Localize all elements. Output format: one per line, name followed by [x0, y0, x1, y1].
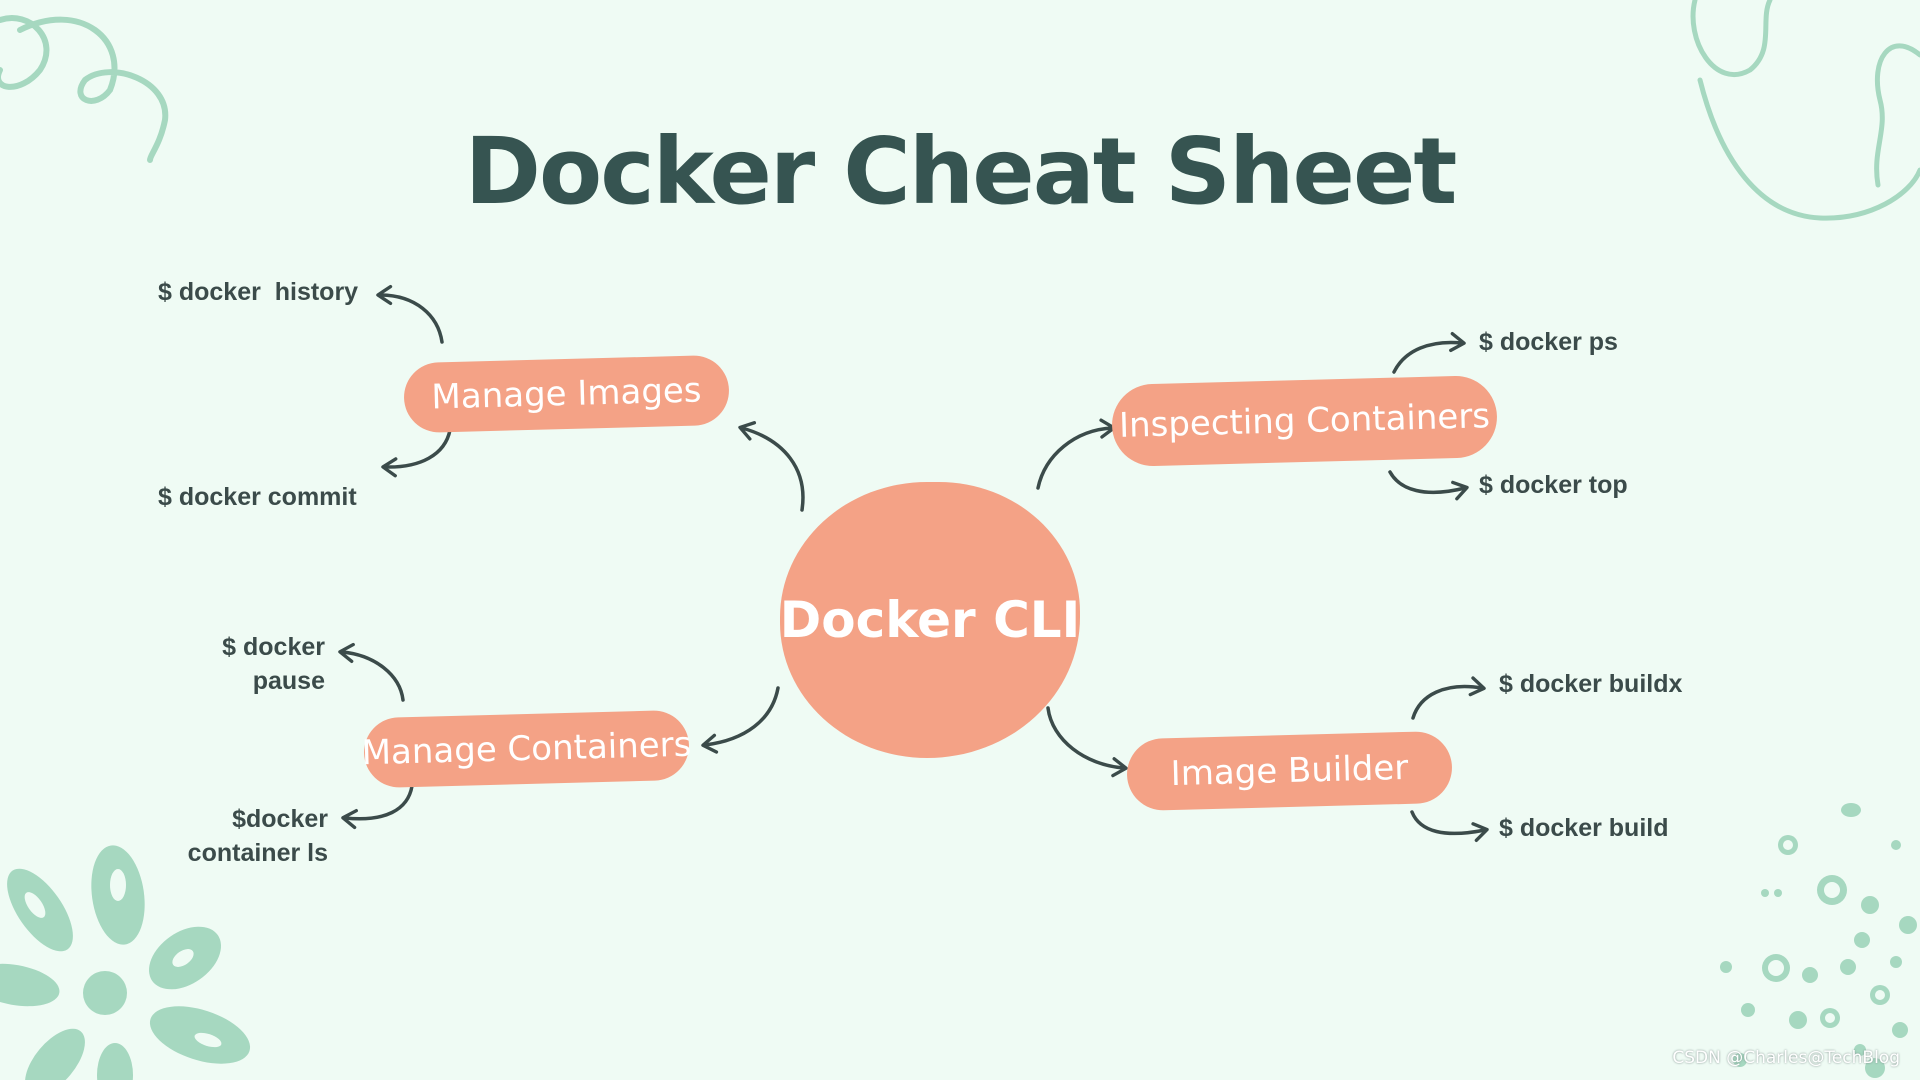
cmd-docker-ps: $ docker ps	[1479, 328, 1618, 356]
arrow-center-to-manage-images	[738, 421, 805, 512]
arrow-to-docker-container-ls	[341, 784, 414, 830]
dot-holes	[1768, 840, 1885, 1023]
squiggle-top-left	[0, 15, 169, 163]
arrow-to-docker-history	[376, 284, 444, 344]
cmd-docker-build: $ docker build	[1499, 814, 1669, 842]
arrow-to-docker-pause	[338, 642, 405, 702]
image-builder-node: Image Builder	[1126, 730, 1453, 812]
arrow-to-docker-buildx	[1411, 676, 1486, 720]
flower-petal-holes	[24, 869, 222, 1048]
loop-top-right	[1690, 0, 1920, 221]
arrow-to-docker-commit	[381, 428, 452, 478]
watermark: CSDN @Charles@TechBlog	[1672, 1048, 1900, 1068]
cmd-docker-container-ls: $docker container ls	[187, 805, 328, 867]
inspecting-containers-node: Inspecting Containers	[1110, 374, 1499, 468]
cmd-docker-buildx: $ docker buildx	[1499, 670, 1683, 698]
arrow-center-to-inspecting-containers	[1036, 418, 1116, 490]
manage-images-node: Manage Images	[403, 354, 730, 434]
page-title: Docker Cheat Sheet	[464, 118, 1458, 225]
arrow-to-docker-top	[1388, 470, 1469, 501]
arrow-to-docker-build	[1410, 810, 1489, 842]
docker-cli-node: Docker CLI	[780, 482, 1080, 758]
cmd-docker-commit: $ docker commit	[158, 483, 357, 511]
manage-containers-node: Manage Containers	[361, 709, 692, 789]
arrow-to-docker-ps	[1392, 331, 1466, 374]
cmd-docker-history: $ docker history	[158, 278, 359, 306]
arrow-center-to-manage-containers	[701, 686, 780, 754]
cmd-docker-top: $ docker top	[1479, 471, 1628, 499]
arrow-center-to-image-builder	[1046, 706, 1128, 778]
cmd-docker-pause: $ docker pause	[222, 633, 325, 695]
